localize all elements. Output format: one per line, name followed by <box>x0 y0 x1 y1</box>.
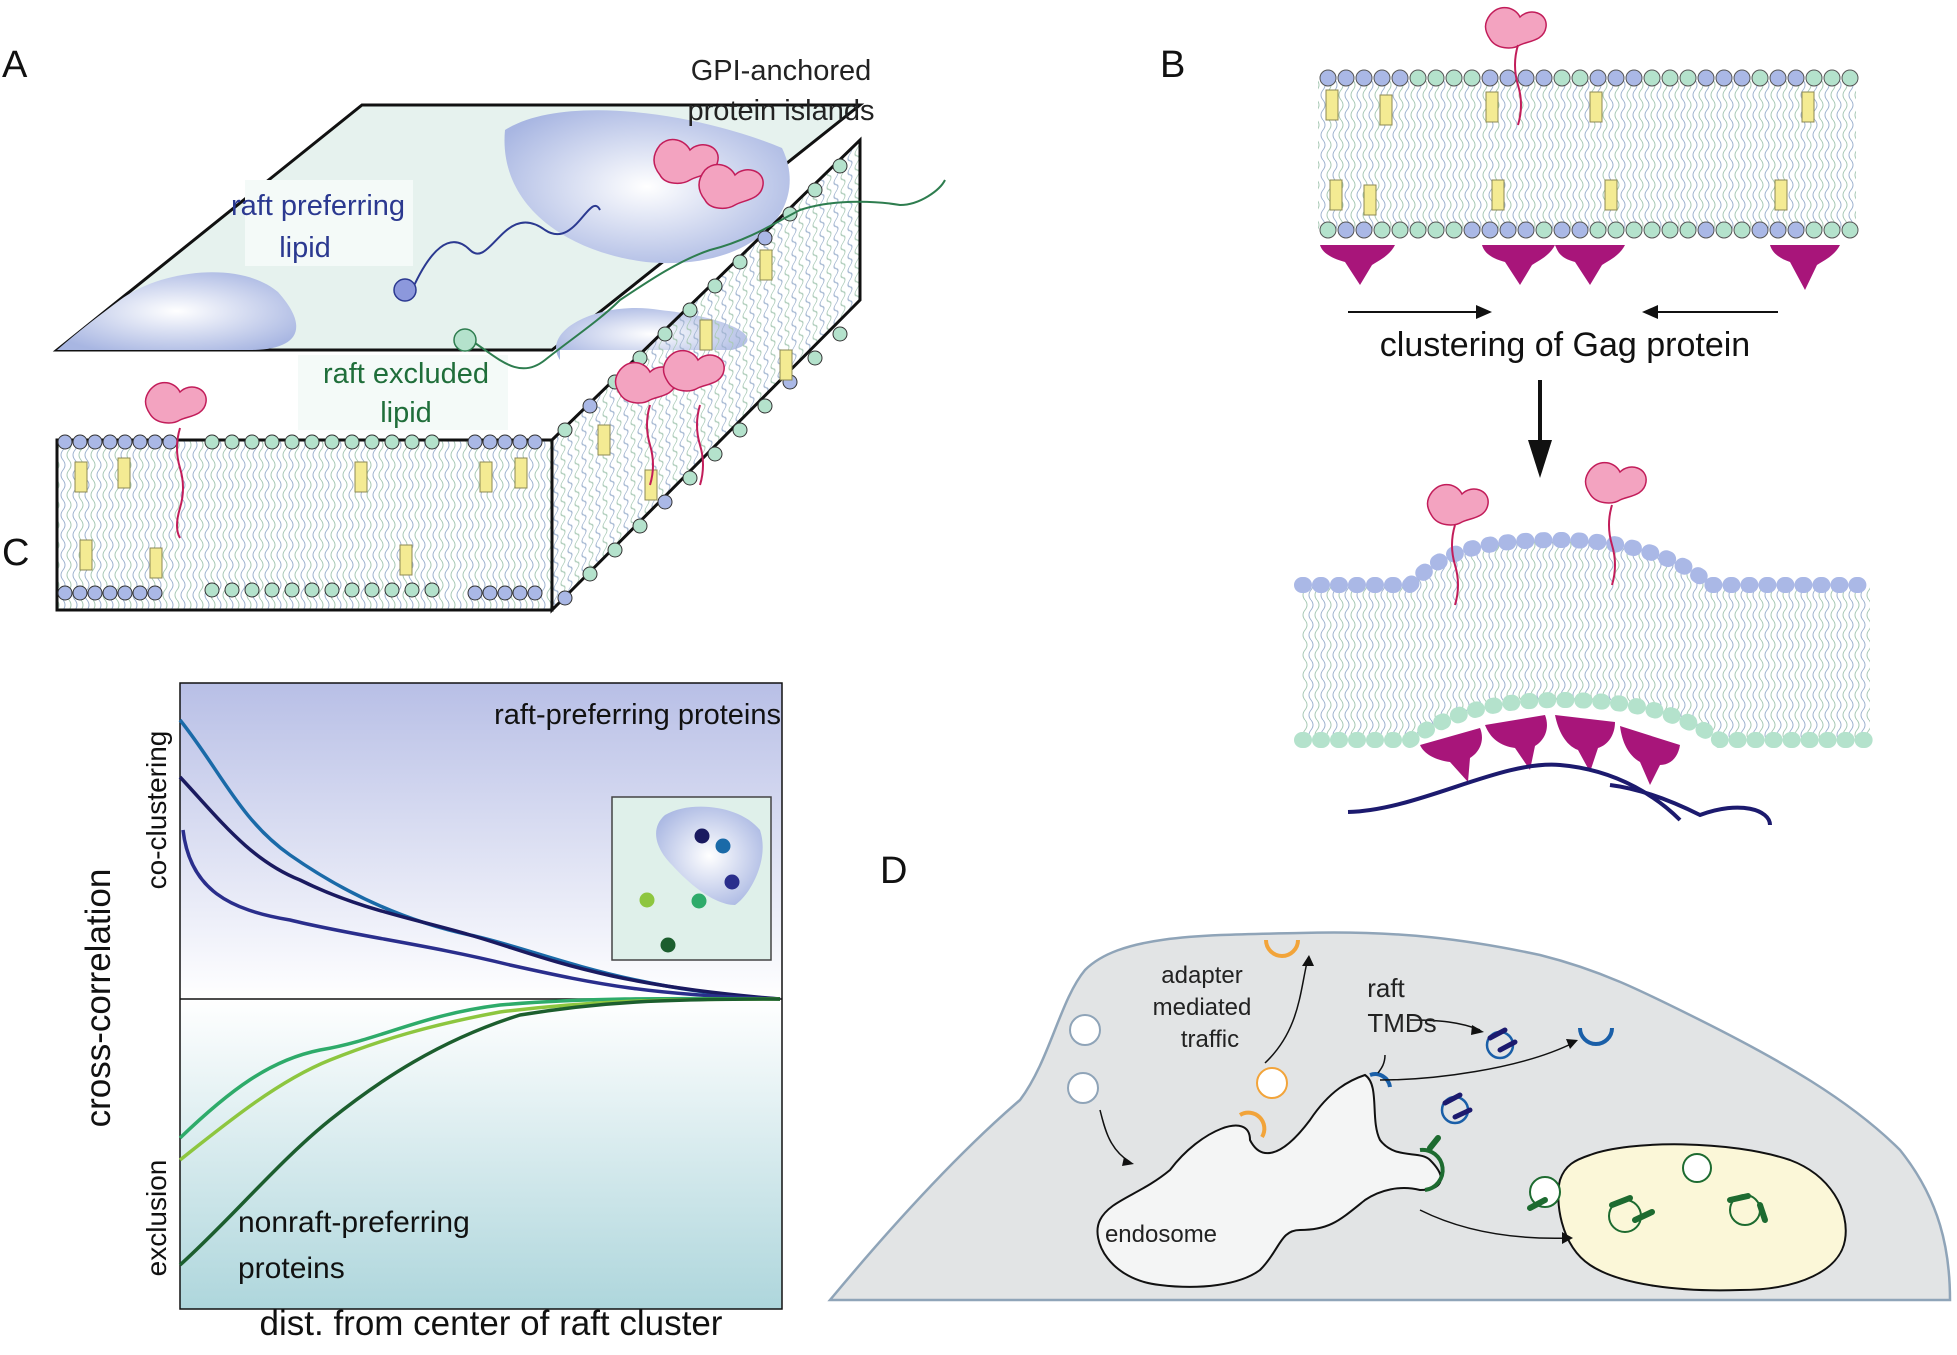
raft-excluded-lipid-tail <box>474 179 946 370</box>
panel-letter-a: A <box>2 44 28 86</box>
green-vesicle <box>1529 1176 1561 1208</box>
green-vesicle <box>1682 1153 1712 1183</box>
panel-d-cell: adapter mediated traffic raft TMDs endos… <box>827 931 1952 1302</box>
adapter-label-line3: traffic <box>1181 1026 1239 1053</box>
adapter-label-line1: adapter <box>1161 962 1242 989</box>
headgroups-upper <box>1319 69 1859 239</box>
headgroups-side <box>557 158 848 606</box>
x-axis-label: dist. from center of raft cluster <box>260 1304 723 1343</box>
nonraft-label-line1: nonraft-preferring <box>238 1206 470 1239</box>
inset-dot <box>715 838 731 854</box>
gag-protein-lower <box>1420 715 1680 785</box>
inset-dot <box>691 893 707 909</box>
inset-dot <box>660 937 676 953</box>
adapter-coat-endo <box>1238 1110 1267 1139</box>
arrow-right-head <box>1476 305 1492 319</box>
arrow-head <box>1471 1025 1484 1035</box>
gpi-protein-b <box>1484 6 1547 49</box>
gpi-anchor-b-lower <box>1608 504 1616 586</box>
raft-preferring-proteins-label: raft-preferring proteins <box>494 699 781 731</box>
endosome-label: endosome <box>1105 1221 1217 1248</box>
chart-bg-bottom <box>180 999 782 1309</box>
raft-series-lines <box>178 718 781 1001</box>
membrane-front-face <box>55 438 554 612</box>
raft-tmds-label-line2: TMDs <box>1367 1008 1436 1038</box>
arrow-head <box>1566 1039 1578 1049</box>
raft-preferring-lipid-tail <box>411 205 601 291</box>
nonraft-series-lines <box>178 996 781 1267</box>
adapter-coat-pm <box>1264 939 1300 958</box>
raft-preferring-label-line1: raft preferring <box>231 190 405 222</box>
green-tmd <box>1427 1135 1768 1223</box>
label-box <box>298 355 508 430</box>
raft-series-3 <box>181 829 781 1001</box>
raft-excluded-label-line2: lipid <box>380 397 432 429</box>
adapter-vesicle <box>1256 1067 1288 1099</box>
nonraft-series-1 <box>178 996 781 1140</box>
inset-dot <box>639 892 655 908</box>
vesicle <box>1067 1072 1099 1104</box>
clustering-label: clustering of Gag protein <box>1380 326 1750 364</box>
adapter-label-line2: mediated <box>1153 994 1252 1021</box>
raft-excluded-lipid-head <box>453 328 477 352</box>
nonraft-series-3 <box>178 997 781 1267</box>
gpi-anchor <box>176 427 184 539</box>
endosome <box>1096 1073 1442 1288</box>
bilayer-upper <box>1318 80 1856 230</box>
panel-letter-b: B <box>1160 44 1185 86</box>
arrow-left-head <box>1642 305 1658 319</box>
raft-coat-pm <box>1578 1027 1614 1046</box>
raft-series-2 <box>178 775 781 1001</box>
gpi-islands-label-line2: protein islands <box>688 95 875 127</box>
arrow-head <box>1122 1157 1134 1166</box>
panel-a-membrane-block: GPI-anchored protein islands raft prefer… <box>52 55 946 614</box>
gpi-anchor <box>696 404 704 486</box>
gpi-protein-b-lower <box>1426 461 1647 526</box>
vesicle <box>1069 1014 1101 1046</box>
raft-preferring-lipid-head <box>393 278 417 302</box>
gag-protein-upper <box>1320 245 1840 290</box>
headgroups-front <box>57 434 543 601</box>
rna-strand <box>1347 762 1682 822</box>
green-coat-endo <box>1419 1147 1445 1192</box>
panel-b-gag-clustering: clustering of Gag protein <box>1294 6 1878 826</box>
inset-dot <box>694 828 710 844</box>
y-axis-bottom-label: exclusion <box>141 1160 172 1277</box>
gpi-anchor <box>646 404 654 486</box>
raft-preferring-label-line2: lipid <box>279 232 331 264</box>
y-axis-top-label: co-clustering <box>141 731 172 890</box>
panel-letter-c: C <box>2 532 29 574</box>
cholesterol-upper <box>1325 89 1815 216</box>
gpi-protein <box>144 138 764 424</box>
gpi-islands-label-line1: GPI-anchored <box>691 55 872 87</box>
gpi-anchor-b-lower <box>1451 524 1459 606</box>
nonraft-label-line2: proteins <box>238 1252 345 1285</box>
bilayer-lower <box>1302 540 1870 740</box>
inset-dot <box>724 874 740 890</box>
raft-excluded-label-line1: raft excluded <box>323 358 489 390</box>
arrow-head <box>1562 1232 1573 1244</box>
bilayer-lower-top-line <box>1294 531 1878 593</box>
panel-c-chart: raft-preferring proteins nonraft-preferr… <box>79 682 783 1343</box>
raft-island <box>57 272 297 350</box>
arrow-head <box>1302 955 1314 966</box>
raft-coat-endo <box>1369 1072 1392 1088</box>
gpi-anchor-b <box>1514 44 1522 126</box>
panel-letter-d: D <box>880 850 907 892</box>
arrow-down-head <box>1528 440 1552 478</box>
raft-tmd <box>1442 1027 1518 1120</box>
cholesterol-molecules <box>74 249 793 579</box>
bilayer-lower-bottom-line <box>1294 691 1878 748</box>
chart-frame <box>179 682 783 1310</box>
y-axis-label: cross-correlation <box>79 869 118 1128</box>
rna-strand <box>1609 783 1772 826</box>
label-box <box>245 180 413 266</box>
raft-tmds-label-line1: raft <box>1367 973 1405 1003</box>
